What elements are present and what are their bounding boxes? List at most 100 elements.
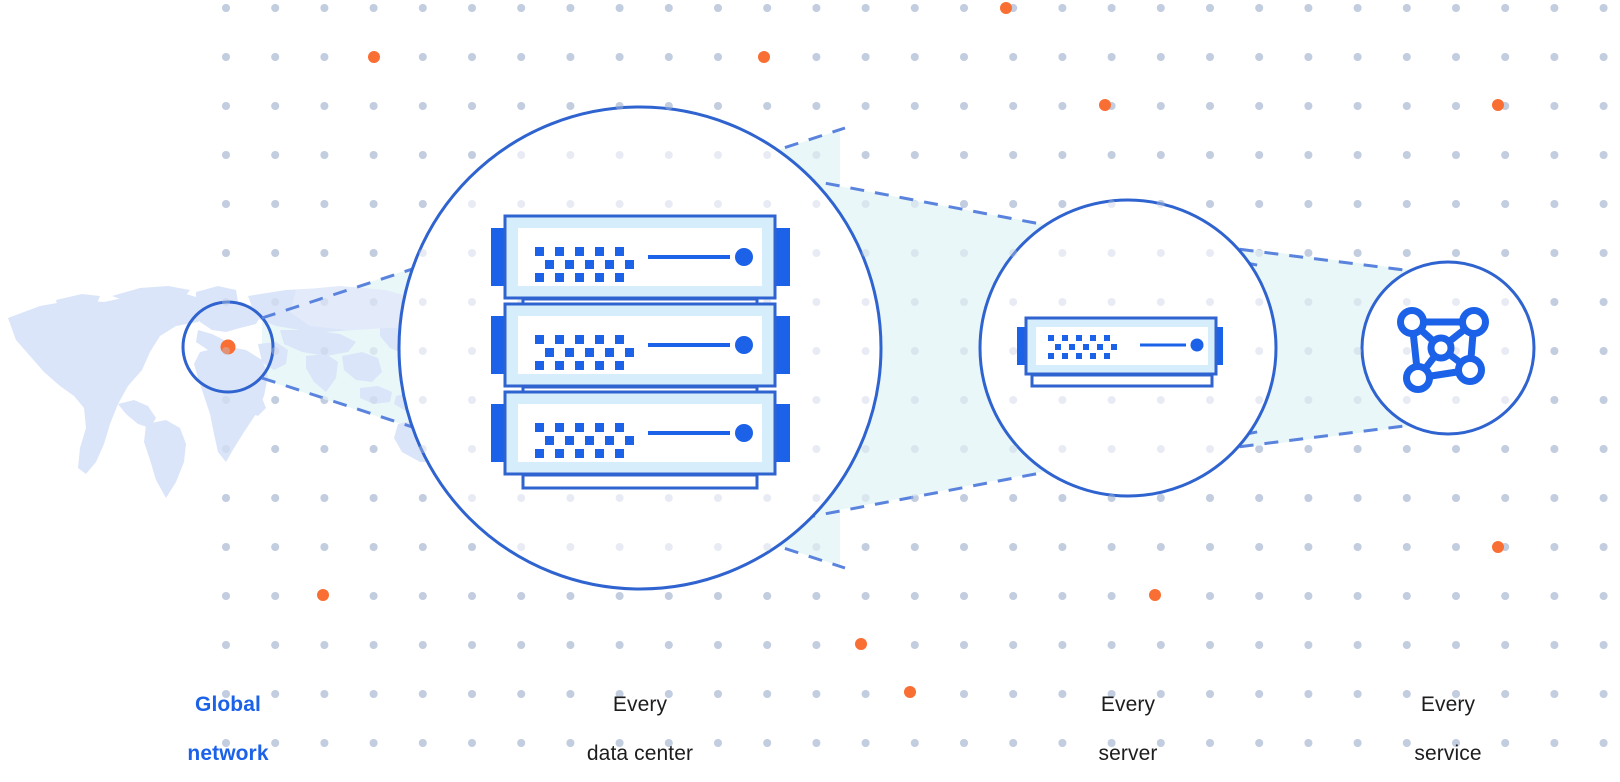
grid-dot (1009, 298, 1018, 306)
grid-dot (1107, 739, 1116, 747)
label-data-center: Every data center (520, 668, 760, 767)
grid-dot (418, 347, 427, 355)
grid-dot (468, 641, 476, 649)
grid-dot (1353, 739, 1362, 747)
grid-dot (1107, 4, 1116, 12)
grid-dot (1452, 249, 1460, 257)
grid-dot (320, 690, 329, 698)
accent-dot (855, 638, 867, 650)
grid-dot (271, 4, 280, 12)
grid-dot (812, 690, 821, 698)
grid-dot (960, 249, 968, 257)
grid-dot (369, 200, 378, 208)
grid-dot (222, 641, 230, 649)
grid-dot (1599, 494, 1608, 502)
grid-dot (418, 445, 427, 453)
grid-dot (1452, 445, 1460, 453)
grid-dot (910, 249, 919, 257)
accent-dot (1149, 589, 1161, 601)
grid-dot (615, 690, 624, 698)
server-rack-unit-2 (491, 302, 790, 388)
grid-dot (714, 4, 722, 12)
grid-dot (418, 102, 427, 110)
grid-dot (1599, 543, 1608, 551)
grid-dot (222, 396, 230, 404)
grid-dot (320, 102, 329, 110)
grid-dot (1501, 690, 1510, 698)
grid-dot (468, 151, 476, 159)
grid-dot (222, 739, 230, 747)
grid-dot (714, 641, 722, 649)
grid-dot (714, 102, 722, 110)
grid-dot (960, 151, 968, 159)
grid-dot (1255, 151, 1264, 159)
grid-dot (812, 298, 821, 306)
grid-dot (320, 4, 329, 12)
grid-dot (812, 592, 821, 600)
grid-dot (271, 739, 280, 747)
grid-dot (910, 543, 919, 551)
grid-dot (960, 4, 968, 12)
grid-dot (763, 592, 772, 600)
grid-dot (812, 200, 821, 208)
grid-dot (1501, 641, 1510, 649)
grid-dot (1304, 445, 1313, 453)
grid-dot (1009, 102, 1018, 110)
grid-dot (763, 494, 772, 502)
grid-dot (1058, 200, 1067, 208)
grid-dot (1550, 200, 1559, 208)
grid-dot (714, 53, 722, 61)
grid-dot (1304, 494, 1313, 502)
grid-dot (1107, 298, 1116, 306)
grid-dot (468, 102, 476, 110)
grid-dot (566, 200, 575, 208)
label-service: Every service (1348, 668, 1548, 767)
grid-dot (1353, 690, 1362, 698)
grid-dot (566, 4, 575, 12)
grid-dot (664, 4, 673, 12)
grid-dot (1304, 739, 1313, 747)
grid-dot (1304, 4, 1313, 12)
grid-dot (812, 641, 821, 649)
grid-dot (861, 543, 870, 551)
grid-dot (1009, 690, 1018, 698)
grid-dot (1107, 53, 1116, 61)
grid-dot (1452, 543, 1460, 551)
grid-dot (271, 200, 280, 208)
grid-dot (1255, 690, 1264, 698)
grid-dot (566, 53, 575, 61)
grid-dot (320, 641, 329, 649)
grid-dot (1353, 739, 1362, 747)
grid-dot (1452, 249, 1460, 257)
grid-dot (369, 543, 378, 551)
grid-dot (1304, 249, 1313, 257)
grid-dot (1206, 102, 1214, 110)
grid-dot (1156, 53, 1165, 61)
grid-dot (1156, 445, 1165, 453)
grid-dot (1009, 200, 1018, 208)
grid-dot (369, 592, 378, 600)
grid-dot (960, 396, 968, 404)
grid-dot (861, 739, 870, 747)
grid-dot (271, 690, 280, 698)
grid-dot (271, 151, 280, 159)
grid-dot (1353, 494, 1362, 502)
grid-dot (1501, 592, 1510, 600)
grid-dot (960, 102, 968, 110)
server-rack-unit-3 (491, 390, 790, 476)
grid-dot (1402, 200, 1411, 208)
grid-dot (1501, 445, 1510, 453)
grid-dot (1009, 200, 1018, 208)
grid-dot (1353, 396, 1362, 404)
grid-dot (861, 739, 870, 747)
grid-dot (1255, 396, 1264, 404)
grid-dot (1009, 249, 1018, 257)
grid-dot (615, 641, 624, 649)
grid-dot (222, 690, 230, 698)
grid-dot (1353, 249, 1362, 257)
grid-dot (1501, 151, 1510, 159)
grid-dot (615, 543, 624, 551)
grid-dot (271, 641, 280, 649)
grid-dot (1206, 739, 1214, 747)
